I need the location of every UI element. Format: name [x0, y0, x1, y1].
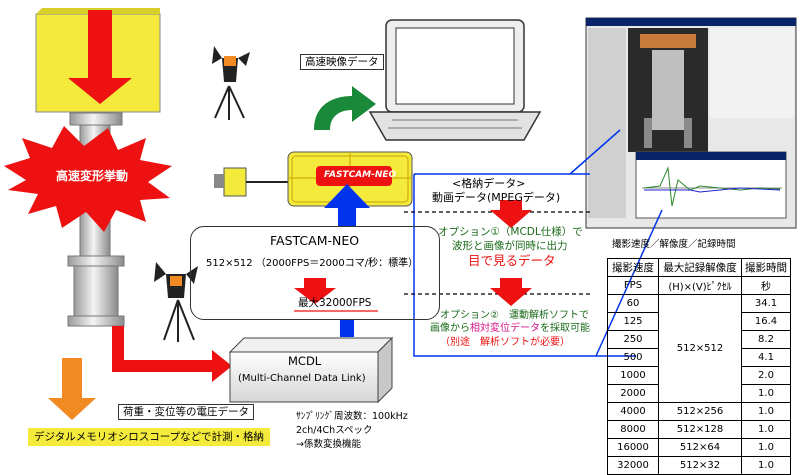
storage-data-detail: 動画データ(MPEGデータ) [432, 191, 561, 204]
machine-foot [67, 315, 125, 327]
table-header-row: 撮影速度 最大記録解像度 撮影時間 [607, 258, 791, 277]
time-cell: 1.0 [741, 420, 791, 439]
light-lower-icon [154, 262, 198, 342]
option2-line2-post: を採取可能 [540, 323, 590, 334]
mcdl-title: MCDL [288, 354, 322, 368]
time-cell: 2.0 [741, 366, 791, 385]
time-cell: 34.1 [741, 294, 791, 313]
load-arrow-icon [68, 10, 132, 104]
fps-cell: 32000 [607, 456, 659, 475]
option2-line2: 画像から相対変位データを採取可能 [430, 323, 590, 335]
diagram-graphics [4, 8, 797, 420]
mcdl-subtitle: (Multi-Channel Data Link) [238, 373, 366, 384]
time-cell: 1.0 [741, 402, 791, 421]
red-arrow-option-icon [490, 278, 532, 306]
machine-base-column [73, 265, 119, 317]
unit-time: 秒 [741, 276, 791, 295]
time-cell: 8.2 [741, 330, 791, 349]
table-row: 125 16.4 [607, 312, 791, 331]
burst-icon [4, 126, 172, 232]
fps-cell: 4000 [607, 402, 659, 421]
option1-highlight: 目で見るデータ [468, 253, 556, 268]
resolution-cell: 512×64 [658, 438, 742, 457]
fps-cell: 8000 [607, 420, 659, 439]
blue-arrow-mcdl-stem [340, 319, 354, 337]
fps-cell: 2000 [607, 384, 659, 403]
resolution-cell: 512×32 [658, 456, 742, 475]
option2-line2-pre: 画像から [430, 323, 470, 334]
machine-base-plate [67, 255, 125, 267]
option2-line2-highlight: 相対変位データ [470, 323, 540, 334]
option2-line1: オプション② 運動解析ソフトで [440, 310, 589, 321]
table-row: 2000 1.0 [607, 384, 791, 403]
sampling-line1: ｻﾝﾌﾟﾘﾝｸﾞ周波数：100kHz [296, 411, 408, 422]
high-speed-video-data-label: 高速映像データ [300, 54, 384, 71]
fastcam-title: FASTCAM-NEO [270, 233, 360, 248]
fps-cell: 16000 [607, 438, 659, 457]
time-cell: 1.0 [741, 438, 791, 457]
option1-line2: 波形と画像が同時に出力 [452, 240, 568, 252]
red-arrow-max-icon [294, 278, 336, 304]
machine-ram-cap [69, 112, 123, 126]
header-time: 撮影時間 [741, 258, 791, 277]
analysis-software-screenshot [585, 17, 797, 229]
table-unit-row: FPS (H)×(V)ﾋﾟｸｾﾙ 秒 [607, 276, 791, 295]
option2-line3: （別途 解析ソフトが必要） [440, 337, 570, 348]
resolution-cell: 512×128 [658, 420, 742, 439]
camera-head-icon [214, 167, 290, 197]
fps-cell: 125 [607, 312, 659, 331]
camera-logo: FASTCAM-NEO [324, 170, 397, 180]
sampling-line2: 2ch/4Chスペック [296, 425, 373, 436]
table-caption: 撮影速度／解像度／記録時間 [612, 239, 736, 250]
fps-cell: 60 [607, 294, 659, 313]
time-cell: 4.1 [741, 348, 791, 367]
digital-memory-label: デジタルメモリオシロスコープなどで計測・格納 [28, 428, 270, 447]
voltage-data-label: 荷重・変位等の電圧データ [118, 404, 254, 421]
high-speed-camera-icon [287, 151, 413, 207]
fps-cell: 1000 [607, 366, 659, 385]
header-resolution: 最大記録解像度 [658, 258, 742, 277]
fps-cell: 250 [607, 330, 659, 349]
unit-resolution: (H)×(V)ﾋﾟｸｾﾙ [658, 276, 742, 295]
high-speed-deformation-label: 高速変形挙動 [56, 169, 129, 183]
fastcam-spec-box [190, 226, 440, 320]
unit-fps: FPS [607, 276, 659, 295]
laptop-icon [368, 19, 542, 141]
table-row: 250 8.2 [607, 330, 791, 349]
time-cell: 1.0 [741, 384, 791, 403]
green-arrow-icon [314, 86, 376, 130]
time-cell: 16.4 [741, 312, 791, 331]
fps-cell: 500 [607, 348, 659, 367]
blue-arrow-camera-icon [324, 184, 370, 226]
storage-data-title: <格納データ> [452, 177, 526, 190]
red-arrow-storage-icon [490, 200, 532, 228]
light-upper-icon [212, 46, 250, 120]
sampling-line3: →係数変換機能 [296, 439, 361, 450]
header-fps: 撮影速度 [607, 258, 659, 277]
resolution-cell: 512×512 [658, 294, 742, 403]
blue-connector-frame [413, 174, 636, 357]
signal-arrow-icon [112, 326, 232, 382]
option1-line1: オプション①（MCDL仕様）で [438, 226, 583, 238]
fastcam-max-fps: 最大32000FPS [298, 297, 372, 309]
output-arrow-icon [48, 358, 96, 420]
mcdl-box [228, 336, 394, 404]
time-cell: 1.0 [741, 456, 791, 475]
fastcam-spec: 512×512 （2000FPS＝2000コマ/秒：標準） [206, 258, 419, 269]
resolution-cell: 512×256 [658, 402, 742, 421]
